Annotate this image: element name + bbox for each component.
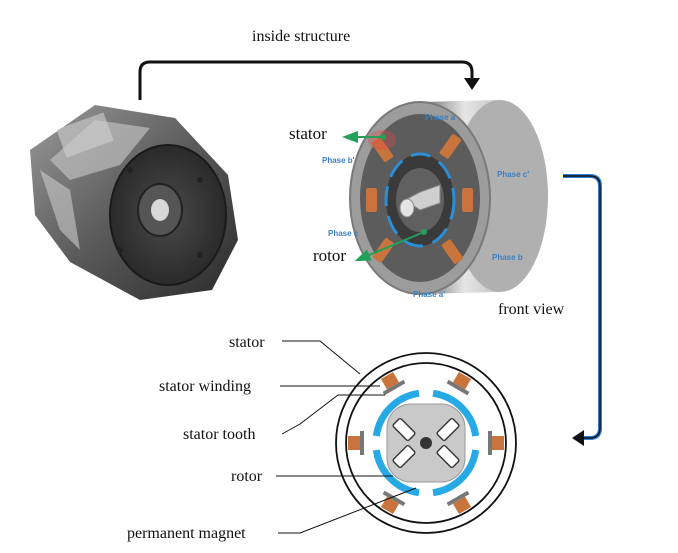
permanent-magnet-leader bbox=[278, 487, 417, 534]
rotor-slot-1 bbox=[392, 417, 416, 442]
label-stator-tooth: stator tooth bbox=[183, 426, 255, 443]
winding-3 bbox=[492, 436, 504, 450]
rotor-slots bbox=[392, 417, 460, 469]
motor-3d-stator-label: stator bbox=[289, 124, 327, 143]
inside-structure-arrow bbox=[138, 60, 474, 100]
magnet-4 bbox=[372, 449, 420, 497]
motor-3d-windings bbox=[366, 134, 473, 264]
winding-2 bbox=[452, 371, 472, 390]
magnet-2 bbox=[432, 389, 480, 437]
phase-label-c: Phase c bbox=[328, 229, 359, 238]
label-stator: stator bbox=[229, 334, 265, 351]
tooth-5 bbox=[382, 490, 406, 507]
rotor-pointer-dot bbox=[421, 229, 427, 235]
magnet-3 bbox=[432, 449, 480, 497]
tooth-2 bbox=[446, 379, 470, 396]
tooth-6 bbox=[360, 431, 364, 455]
front-view-arrow bbox=[563, 174, 602, 440]
stator-tooth-leader bbox=[281, 394, 385, 435]
motor-housing-image bbox=[30, 105, 238, 300]
rotor-slot-3 bbox=[392, 444, 416, 469]
rotor-pointer-arrow bbox=[354, 231, 425, 262]
rotor-shaft bbox=[420, 437, 432, 449]
inside-structure-arrowhead bbox=[464, 78, 480, 90]
front-view-arrow-outline bbox=[563, 175, 601, 439]
tooth-1 bbox=[382, 379, 406, 396]
rotor-slot-2 bbox=[436, 417, 460, 442]
winding-5 bbox=[380, 496, 400, 515]
magnet-1 bbox=[372, 389, 420, 437]
stator-teeth-windings bbox=[348, 371, 504, 515]
phase-label-b: Phase b bbox=[492, 253, 523, 262]
front-view-callouts bbox=[276, 340, 417, 534]
inside-structure-title: inside structure bbox=[252, 28, 350, 45]
tooth-3 bbox=[488, 431, 492, 455]
front-view-arrowhead bbox=[572, 430, 584, 446]
inner-stator-circle bbox=[345, 362, 507, 524]
rotor-slot-4 bbox=[436, 444, 460, 469]
label-rotor: rotor bbox=[231, 468, 263, 485]
motor-3d-rotor-label: rotor bbox=[313, 246, 346, 265]
front-view-title: front view bbox=[498, 301, 565, 318]
label-stator-winding: stator winding bbox=[159, 378, 251, 395]
winding-4 bbox=[452, 496, 472, 515]
permanent-magnets bbox=[372, 389, 480, 497]
label-permanent-magnet: permanent magnet bbox=[127, 525, 246, 542]
tooth-4 bbox=[446, 490, 470, 507]
winding-1 bbox=[380, 371, 400, 390]
winding-6 bbox=[348, 436, 360, 450]
stator-pointer-dot bbox=[380, 134, 386, 140]
stator-leader bbox=[282, 340, 361, 375]
motor-3d-model: Phase a Phase b' Phase c' Phase c Phase … bbox=[322, 100, 548, 299]
front-view-schematic bbox=[335, 352, 517, 534]
phase-label-c-prime: Phase c' bbox=[497, 170, 529, 179]
phase-label-a: Phase a bbox=[425, 113, 456, 122]
phase-label-b-prime: Phase b' bbox=[322, 156, 355, 165]
phase-label-a-prime: Phase a' bbox=[413, 290, 445, 299]
